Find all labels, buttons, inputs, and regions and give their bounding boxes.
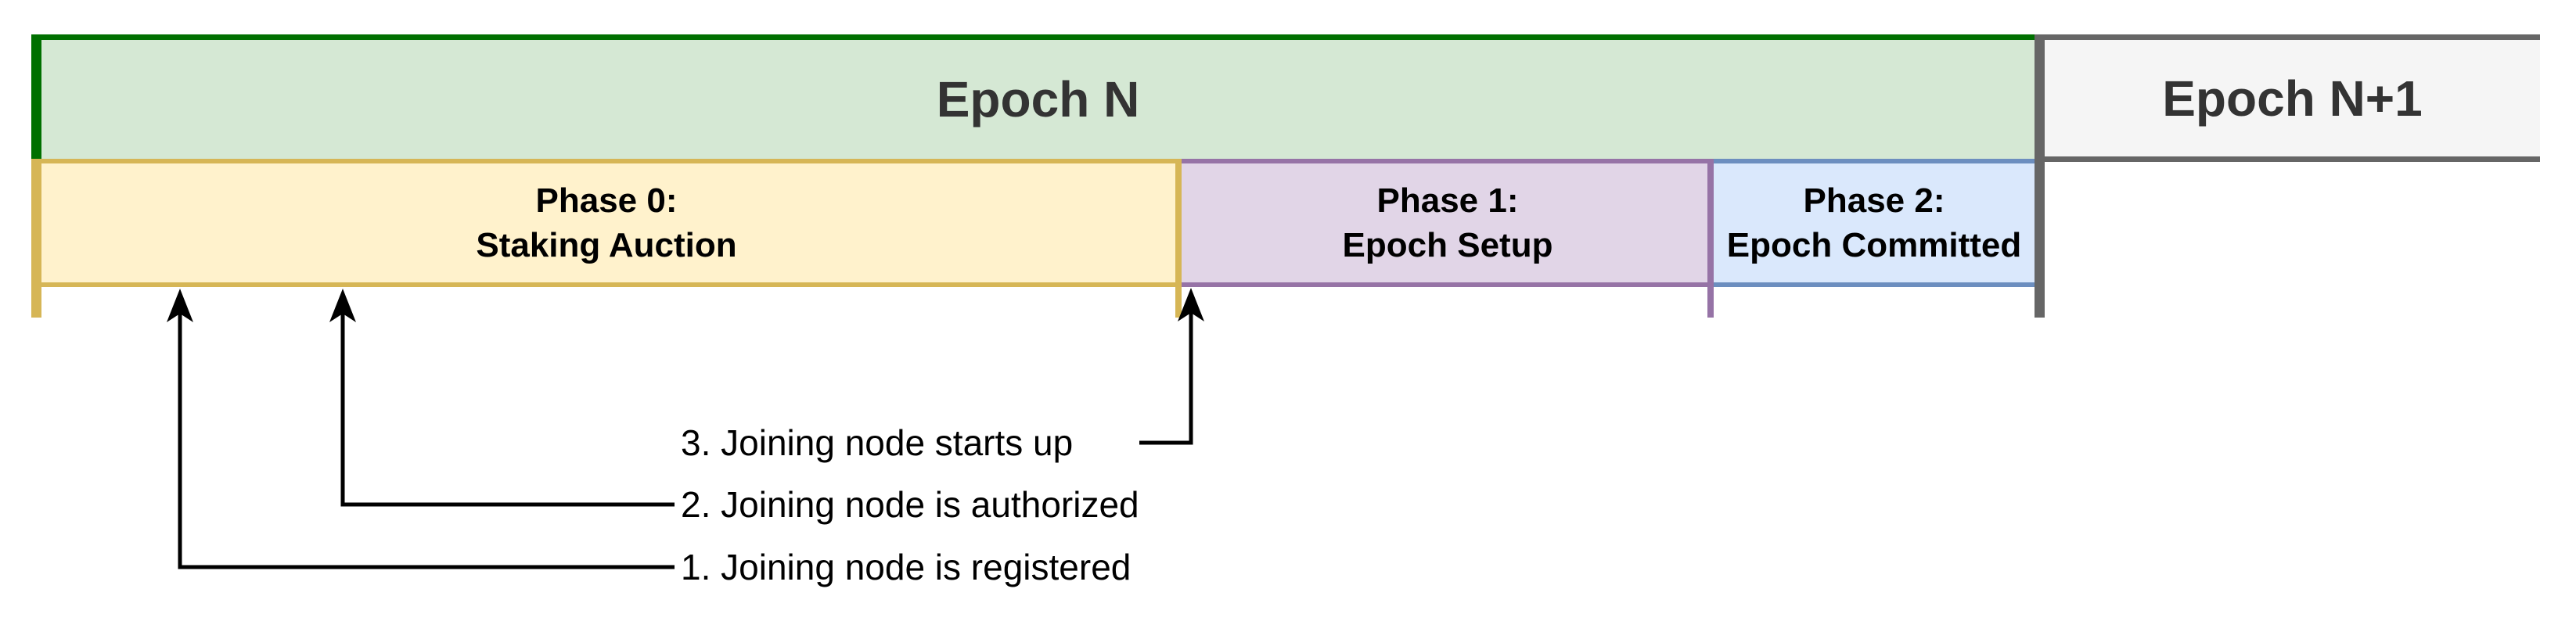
annotation-label-2: 2. Joining node is authorized: [681, 484, 1139, 525]
phase-2-title: Phase 2:: [1803, 181, 1945, 220]
phase-0-box: Phase 0: Staking Auction: [31, 159, 1182, 287]
annotation-label-1: 1. Joining node is registered: [681, 547, 1131, 587]
epoch-n-plus-1-bar: Epoch N+1: [2045, 34, 2540, 162]
phase-2-box: Phase 2: Epoch Committed: [1714, 159, 2035, 287]
annotation-label-3: 3. Joining node starts up: [681, 422, 1074, 463]
phase-1-subtitle: Epoch Setup: [1342, 226, 1553, 264]
phase-1-end-tick: [1707, 159, 1714, 318]
phase-0-start-tick: [31, 159, 41, 318]
phase-1-title: Phase 1:: [1376, 181, 1519, 220]
phase-0-subtitle: Staking Auction: [476, 226, 737, 264]
phase-0-end-tick: [1175, 159, 1182, 318]
epoch-n-label: Epoch N: [936, 71, 1140, 127]
phase-1-box: Phase 1: Epoch Setup: [1182, 159, 1714, 287]
annotation-arrow-1: [167, 289, 675, 569]
epoch-n-plus-1-label: Epoch N+1: [2162, 70, 2423, 127]
phase-2-subtitle: Epoch Committed: [1726, 226, 2022, 264]
annotation-arrow-2: [329, 289, 675, 507]
annotation-arrow-3: [1139, 288, 1204, 445]
epoch-boundary-divider: [2035, 34, 2045, 318]
epoch-n-bar: Epoch N: [31, 34, 2035, 159]
phase-0-title: Phase 0:: [535, 181, 678, 220]
